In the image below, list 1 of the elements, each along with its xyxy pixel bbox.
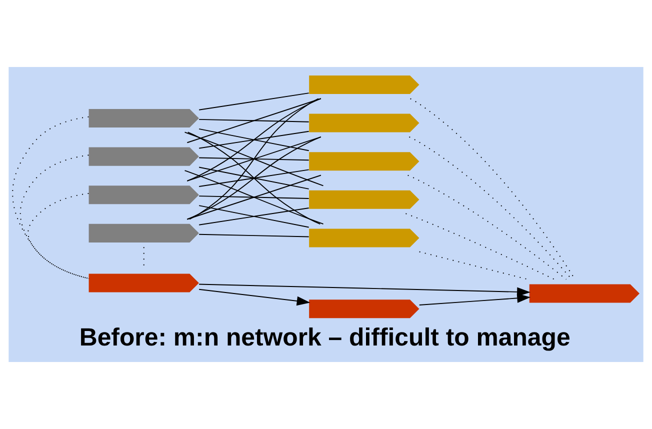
caption: Before: m:n network – difficult to manage [79, 324, 570, 352]
